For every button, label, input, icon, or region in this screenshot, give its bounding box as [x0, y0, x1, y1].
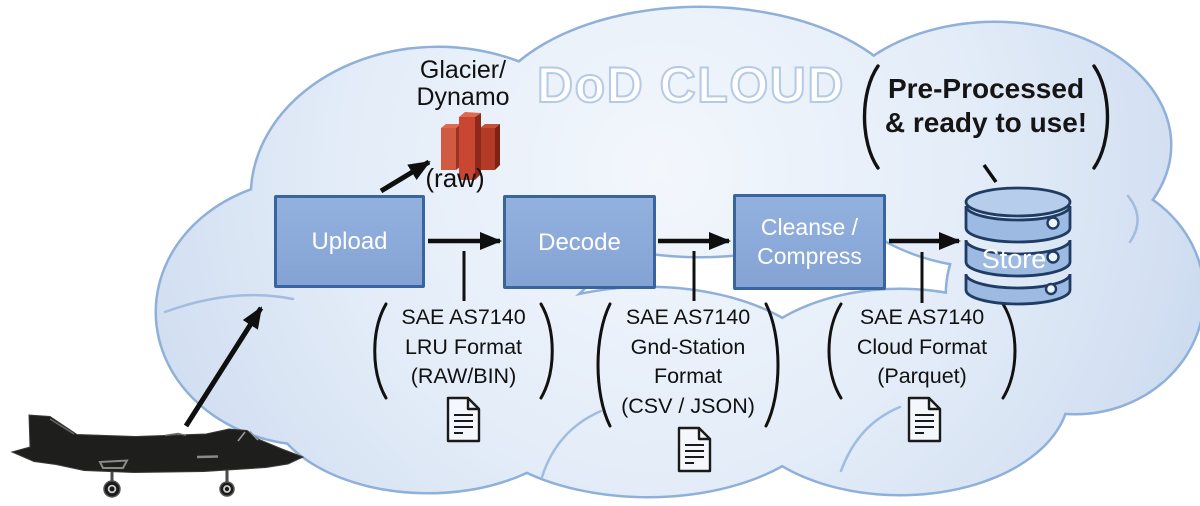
- glacier-line2: Dynamo: [416, 83, 510, 111]
- cleanse-label: Cleanse / Compress: [757, 214, 862, 269]
- document-icons: [446, 396, 942, 473]
- preprocessed-brackets: [862, 64, 1110, 170]
- upload-label: Upload: [311, 228, 388, 255]
- format3-brackets: [827, 302, 1017, 400]
- preprocessed-line1: Pre-Processed: [887, 73, 1085, 104]
- db-dot: [1044, 282, 1058, 296]
- cloud-title: DoD CLOUD: [536, 56, 845, 114]
- document-icon: [677, 426, 712, 473]
- preprocessed-line2: & ready to use!: [884, 107, 1088, 138]
- raw-caption: (raw): [425, 163, 485, 193]
- decode-label: Decode: [538, 228, 621, 256]
- cloud-inner-arcs: [163, 194, 1139, 479]
- decode-box: Decode: [503, 195, 656, 289]
- database-icon: [964, 186, 1072, 306]
- glacier-dynamo-icon: [441, 112, 500, 180]
- db-dot: [1046, 250, 1060, 264]
- format1-brackets: [373, 302, 554, 400]
- bracket-glyphs: [373, 64, 1110, 428]
- preprocessed-note: Pre-Processed & ready to use!: [880, 72, 1092, 140]
- upload-box: Upload: [274, 195, 425, 288]
- document-icon: [446, 396, 481, 443]
- format-note-cloud: SAE AS7140 Cloud Format (Parquet): [856, 305, 988, 388]
- format-connectors: [462, 251, 924, 303]
- fighter-jet-icon: [10, 414, 305, 498]
- arrow-jet-cloud: [183, 306, 264, 428]
- format-note-lru: SAE AS7140 LRU Format (RAW/BIN): [401, 305, 526, 388]
- pointer-preprocessed-store: [982, 163, 998, 184]
- glacier-dynamo-label: Glacier/ Dynamo: [388, 57, 538, 111]
- flow-arrows: [183, 159, 998, 428]
- document-icon: [907, 396, 942, 443]
- db-dot: [1046, 216, 1060, 230]
- format-note-gnd-station: SAE AS7140 Gnd-Station Format (CSV / JSO…: [621, 305, 755, 418]
- format2-brackets: [596, 302, 780, 428]
- glacier-line1: Glacier/: [419, 56, 507, 84]
- store-label: Store: [981, 244, 1047, 274]
- arrow-upload-glacier: [379, 159, 431, 194]
- cleanse-compress-box: Cleanse / Compress: [733, 194, 886, 290]
